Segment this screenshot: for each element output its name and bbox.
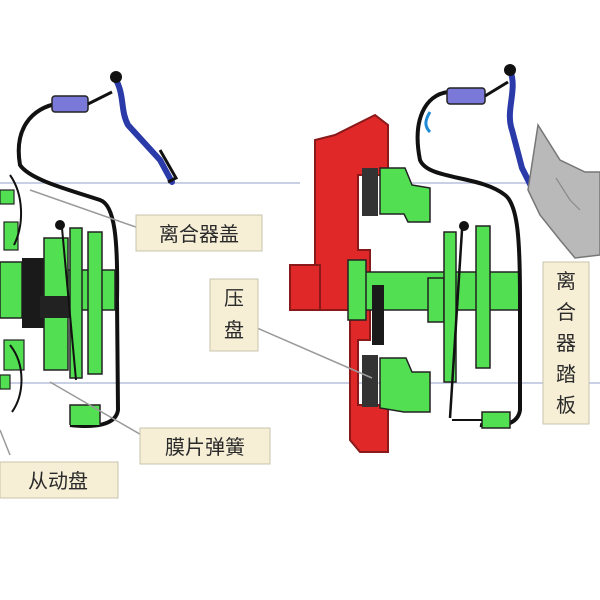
right-clutch-assembly — [289, 64, 600, 453]
label-pressure-plate-char-1: 压 — [224, 286, 244, 310]
leader-clutch-cover — [29, 189, 151, 233]
left-spring-plate-b — [87, 231, 103, 375]
friction-lining-bottom — [362, 355, 378, 407]
right-pedal-arm — [506, 67, 535, 191]
right-pedal-pivot — [504, 64, 516, 76]
label-driven-disc-text: 从动盘 — [28, 469, 88, 493]
leader-pressure-plate — [249, 324, 373, 379]
label-clutch-pedal-char: 器 — [556, 331, 576, 355]
label-clutch-pedal-char: 踏 — [556, 362, 576, 386]
right-pressure-plate-bottom — [379, 357, 431, 413]
right-release-fork — [481, 411, 511, 429]
left-master-cylinder — [51, 95, 89, 113]
right-hydraulic-line — [415, 90, 522, 429]
friction-lining-top — [362, 168, 378, 216]
left-clutch-assembly — [0, 71, 179, 429]
label-driven-disc: 从动盘 — [0, 461, 119, 499]
label-pressure-plate: 压 盘 — [209, 278, 259, 352]
label-diaphragm-spring-text: 膜片弹簧 — [165, 435, 245, 459]
left-release-fork — [69, 404, 101, 425]
label-pressure-plate-char-2: 盘 — [224, 318, 244, 342]
label-clutch-pedal-char: 合 — [556, 300, 576, 324]
left-spring-plate-a — [69, 227, 83, 379]
leader-lines — [0, 189, 373, 456]
label-diaphragm-spring: 膜片弹簧 — [139, 427, 271, 465]
label-clutch-pedal-char: 离 — [556, 269, 576, 293]
label-clutch-cover-text: 离合器盖 — [159, 222, 239, 246]
leader-diaphragm-spring — [49, 381, 151, 441]
left-hub — [22, 258, 44, 328]
right-spring-plate-b — [475, 225, 491, 369]
right-pressure-plate-top — [379, 167, 431, 223]
right-master-cylinder — [446, 87, 486, 105]
left-pedal-arm — [112, 75, 175, 185]
left-hydraulic-line — [16, 101, 121, 429]
left-pedal-pivot — [110, 71, 122, 83]
label-clutch-pedal-char: 板 — [556, 393, 576, 417]
leader-driven-disc — [0, 429, 11, 456]
label-clutch-cover: 离合器盖 — [135, 214, 263, 252]
